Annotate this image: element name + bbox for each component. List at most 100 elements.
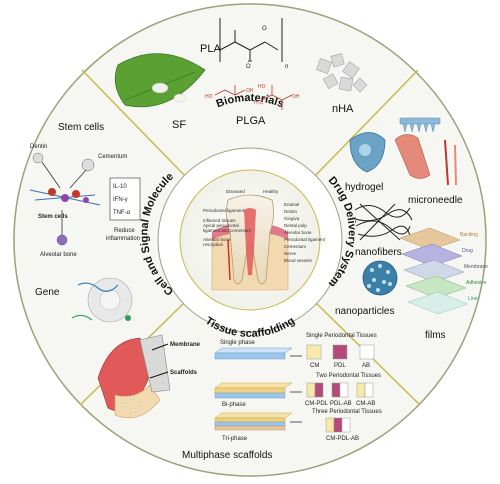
stem-cells-label: Stem cells (38, 214, 68, 220)
tooth-cross-section (139, 334, 171, 393)
hydrogel-label: hydrogel (345, 182, 383, 193)
scaffold-pores (121, 395, 143, 413)
plga-ho: HO (205, 94, 213, 100)
biomaterials-label: Biomaterials (215, 92, 286, 110)
two-tissue-label: Two Periodontal Tissues (316, 373, 381, 379)
il10-label: IL-10 (113, 184, 127, 190)
bone-cross-section (114, 384, 161, 419)
dentin-cell-icon (32, 152, 44, 164)
note-enamel: Enamel (284, 202, 299, 207)
cementum-cell-icon (81, 158, 95, 172)
note-ligament-right: Periodontal ligament (284, 237, 326, 242)
cytokine-box (109, 177, 141, 221)
tri-phase-label: Tri-phase (222, 436, 248, 442)
three-tissue-label: Three Periodontal Tissues (312, 409, 382, 415)
phase-arrows (290, 355, 302, 423)
nanofibers-icon (351, 203, 413, 241)
scaffold-section: Membrane Scaffolds Single phase Bi-phase… (97, 333, 382, 461)
membrane-label: Membrane (170, 342, 201, 348)
note-inflamed: Inflamed tissues (203, 218, 236, 223)
stem-cells-title: Stem cells (58, 122, 104, 133)
diseased-label: Diseased (226, 189, 245, 194)
stem-cell-cluster-icon (29, 188, 101, 206)
plga-oh: OH (246, 88, 254, 94)
pla-oxygen-2: O (246, 64, 251, 70)
plga-ho-2: HO (258, 84, 266, 90)
reduce-label: Reduce (114, 228, 135, 234)
nha-label: nHA (332, 103, 354, 115)
nanoparticles-label: nanoparticles (335, 306, 394, 317)
note-pulp: Dental pulp (284, 223, 307, 228)
note-vessels: Blood vessels (284, 258, 313, 263)
ifn-label: IFN-γ (113, 197, 128, 203)
alveolar-bone-label: Alveolar bone (40, 252, 77, 258)
note-cementum: Cementum (284, 244, 306, 249)
single-tissue-label: Single Periodontal Tissues (306, 333, 377, 339)
single-phase-slab (214, 347, 293, 354)
healthy-label: Healthy (263, 189, 279, 194)
dentin-label: Dentin (30, 144, 47, 150)
ab-label: AB (362, 363, 370, 369)
tri-phase-slab (214, 412, 293, 419)
note-ligament: ligament and cementum (203, 228, 251, 233)
bi-phase-label: Bi-phase (222, 402, 246, 408)
nha-crystals-icon (315, 53, 368, 93)
cm-ab-label: CM-AB (356, 401, 375, 407)
inflammation-label: inflammation (106, 236, 140, 242)
film-adhesive: Adhesive (466, 280, 487, 286)
right-notes: Enamel Dentin Gingiva Dental pulp Alveol… (284, 202, 326, 263)
note-bone: Alveolar bone (284, 230, 312, 235)
tnf-label: TNF-α (113, 210, 131, 216)
note-alveolar: Alveolar bone (203, 237, 231, 242)
film-drug: Drug (462, 248, 473, 254)
gene-label: Gene (35, 287, 60, 298)
gene-strand-icon (77, 282, 119, 292)
protein-icon (125, 315, 131, 321)
cementum-label: Cementum (98, 154, 127, 160)
inflamed-tissue-left (227, 239, 231, 281)
scaffolds-label: Scaffolds (170, 370, 198, 376)
biomaterials-section: PLA O O n HO OH HO H₃C OH PLGA (114, 18, 368, 131)
bi-phase-slab (214, 382, 293, 389)
pdl-ab-label: PDL-AB (330, 401, 352, 407)
cm-pdl-label: CM-PDL (305, 401, 329, 407)
drug-delivery-section: hydrogel microneedle nanofibers nanop (335, 117, 488, 341)
center-tooth-diagram: Diseased Healthy Periodontal ligament In… (203, 189, 326, 291)
nanoparticle-dots (367, 264, 392, 292)
plga-oh-2: OH (292, 94, 300, 100)
film-membrane: Membrane (464, 264, 488, 270)
dental-pulp (244, 208, 256, 275)
note-apical: Apical periodontal (203, 223, 239, 228)
cell-signal-section: Stem cells Dentin Cementum Stem cells Al… (29, 122, 141, 323)
pdl-label: PDL (334, 363, 346, 369)
plga-structure (214, 85, 293, 110)
microneedle-icon (394, 117, 457, 186)
cm-label: CM (310, 363, 319, 369)
silkworm-icon (173, 93, 187, 103)
nucleus-icon (99, 289, 121, 311)
mrna-icon (71, 314, 93, 321)
plga-h3c: H₃C (254, 100, 264, 106)
note-dentin: Dentin (284, 209, 298, 214)
sf-label: SF (172, 119, 186, 131)
cm-pdl-ab-label: CM-PDL-AB (326, 436, 359, 442)
pla-label: PLA (200, 43, 221, 55)
multiphase-title: Multiphase scaffolds (182, 450, 272, 461)
film-backing: Backing (460, 232, 478, 238)
nanofibers-label: nanofibers (355, 247, 402, 258)
note-resorption: resorption (203, 242, 224, 247)
pla-n-subscript: n (285, 64, 289, 70)
single-phase-label: Single phase (220, 340, 255, 346)
note-nerve: Nerve (284, 251, 297, 256)
microneedle-label: microneedle (408, 195, 463, 206)
three-tissue-tiles (325, 417, 351, 433)
silk-cocoon-icon (151, 82, 169, 94)
note-gingiva: Gingiva (284, 216, 300, 221)
two-tissue-tiles (306, 382, 374, 398)
alveolar-bone-cell-icon (56, 234, 68, 246)
film-liner: Liner (468, 296, 479, 302)
note-pdl: Periodontal ligament (203, 208, 245, 213)
films-icon (399, 227, 469, 315)
pla-structure (219, 18, 283, 62)
